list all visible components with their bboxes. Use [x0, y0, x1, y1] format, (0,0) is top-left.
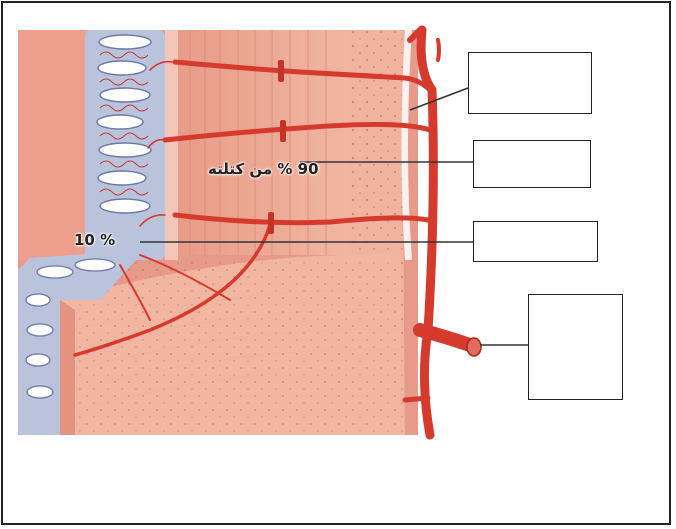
answer-box-4[interactable] [528, 294, 623, 400]
mucosa-folds [85, 30, 165, 260]
lower-percent-label: % 10 [74, 231, 115, 249]
artery-lumen [467, 338, 481, 356]
upper-percent-label: 90 % من كتلته [208, 160, 319, 178]
answer-box-1[interactable] [468, 52, 592, 114]
answer-box-2[interactable] [473, 140, 591, 188]
answer-box-3[interactable] [473, 221, 598, 262]
